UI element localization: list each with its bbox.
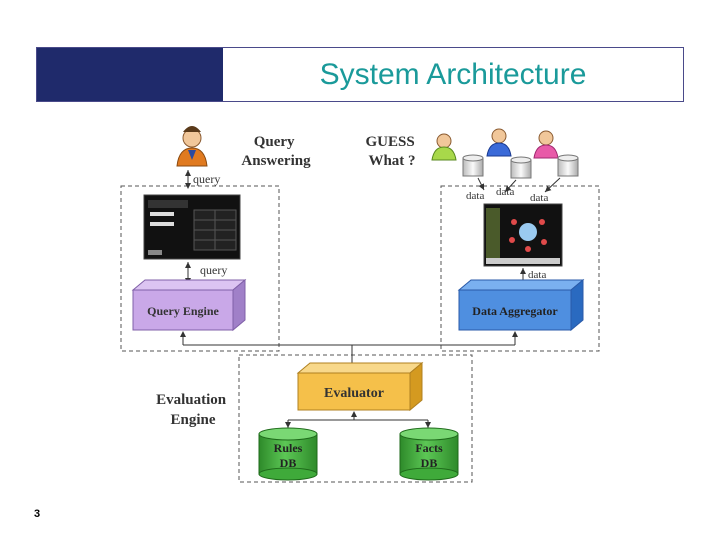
query-answering-label: Query Answering — [241, 134, 311, 169]
evaluation-dashed-frame — [238, 354, 473, 483]
aggregator-screenshot-thumbnail — [483, 203, 563, 267]
title-accent-block — [37, 48, 223, 101]
query-engine-label: Query Engine — [147, 304, 219, 318]
data-label-3: data — [530, 192, 548, 204]
data-aggregator-box: Data Aggregator — [457, 278, 585, 332]
query-label-top: query — [193, 172, 220, 186]
data-label-2: data — [496, 186, 514, 198]
data-label-4: data — [528, 269, 546, 281]
query-screenshot-thumbnail — [143, 194, 241, 260]
title-bar: System Architecture — [36, 47, 684, 102]
query-label-mid: query — [200, 263, 227, 277]
page-number: 3 — [34, 508, 41, 520]
database-icon — [462, 154, 579, 179]
left-dashed-frame — [120, 185, 280, 352]
right-dashed-frame — [440, 185, 600, 352]
evaluator-label: Evaluator — [324, 386, 384, 401]
evaluation-engine-label: Evaluation Engine — [156, 392, 230, 428]
slide-title: System Architecture — [319, 57, 587, 91]
query-engine-box: Query Engine — [131, 278, 247, 332]
data-aggregator-label: Data Aggregator — [472, 304, 558, 318]
guess-what-label: GUESS What ? — [366, 134, 419, 169]
guess-users-icon — [431, 128, 559, 161]
data-label-1: data — [466, 190, 484, 202]
evaluator-box: Evaluator — [296, 361, 424, 412]
user-avatar-icon — [176, 126, 208, 167]
